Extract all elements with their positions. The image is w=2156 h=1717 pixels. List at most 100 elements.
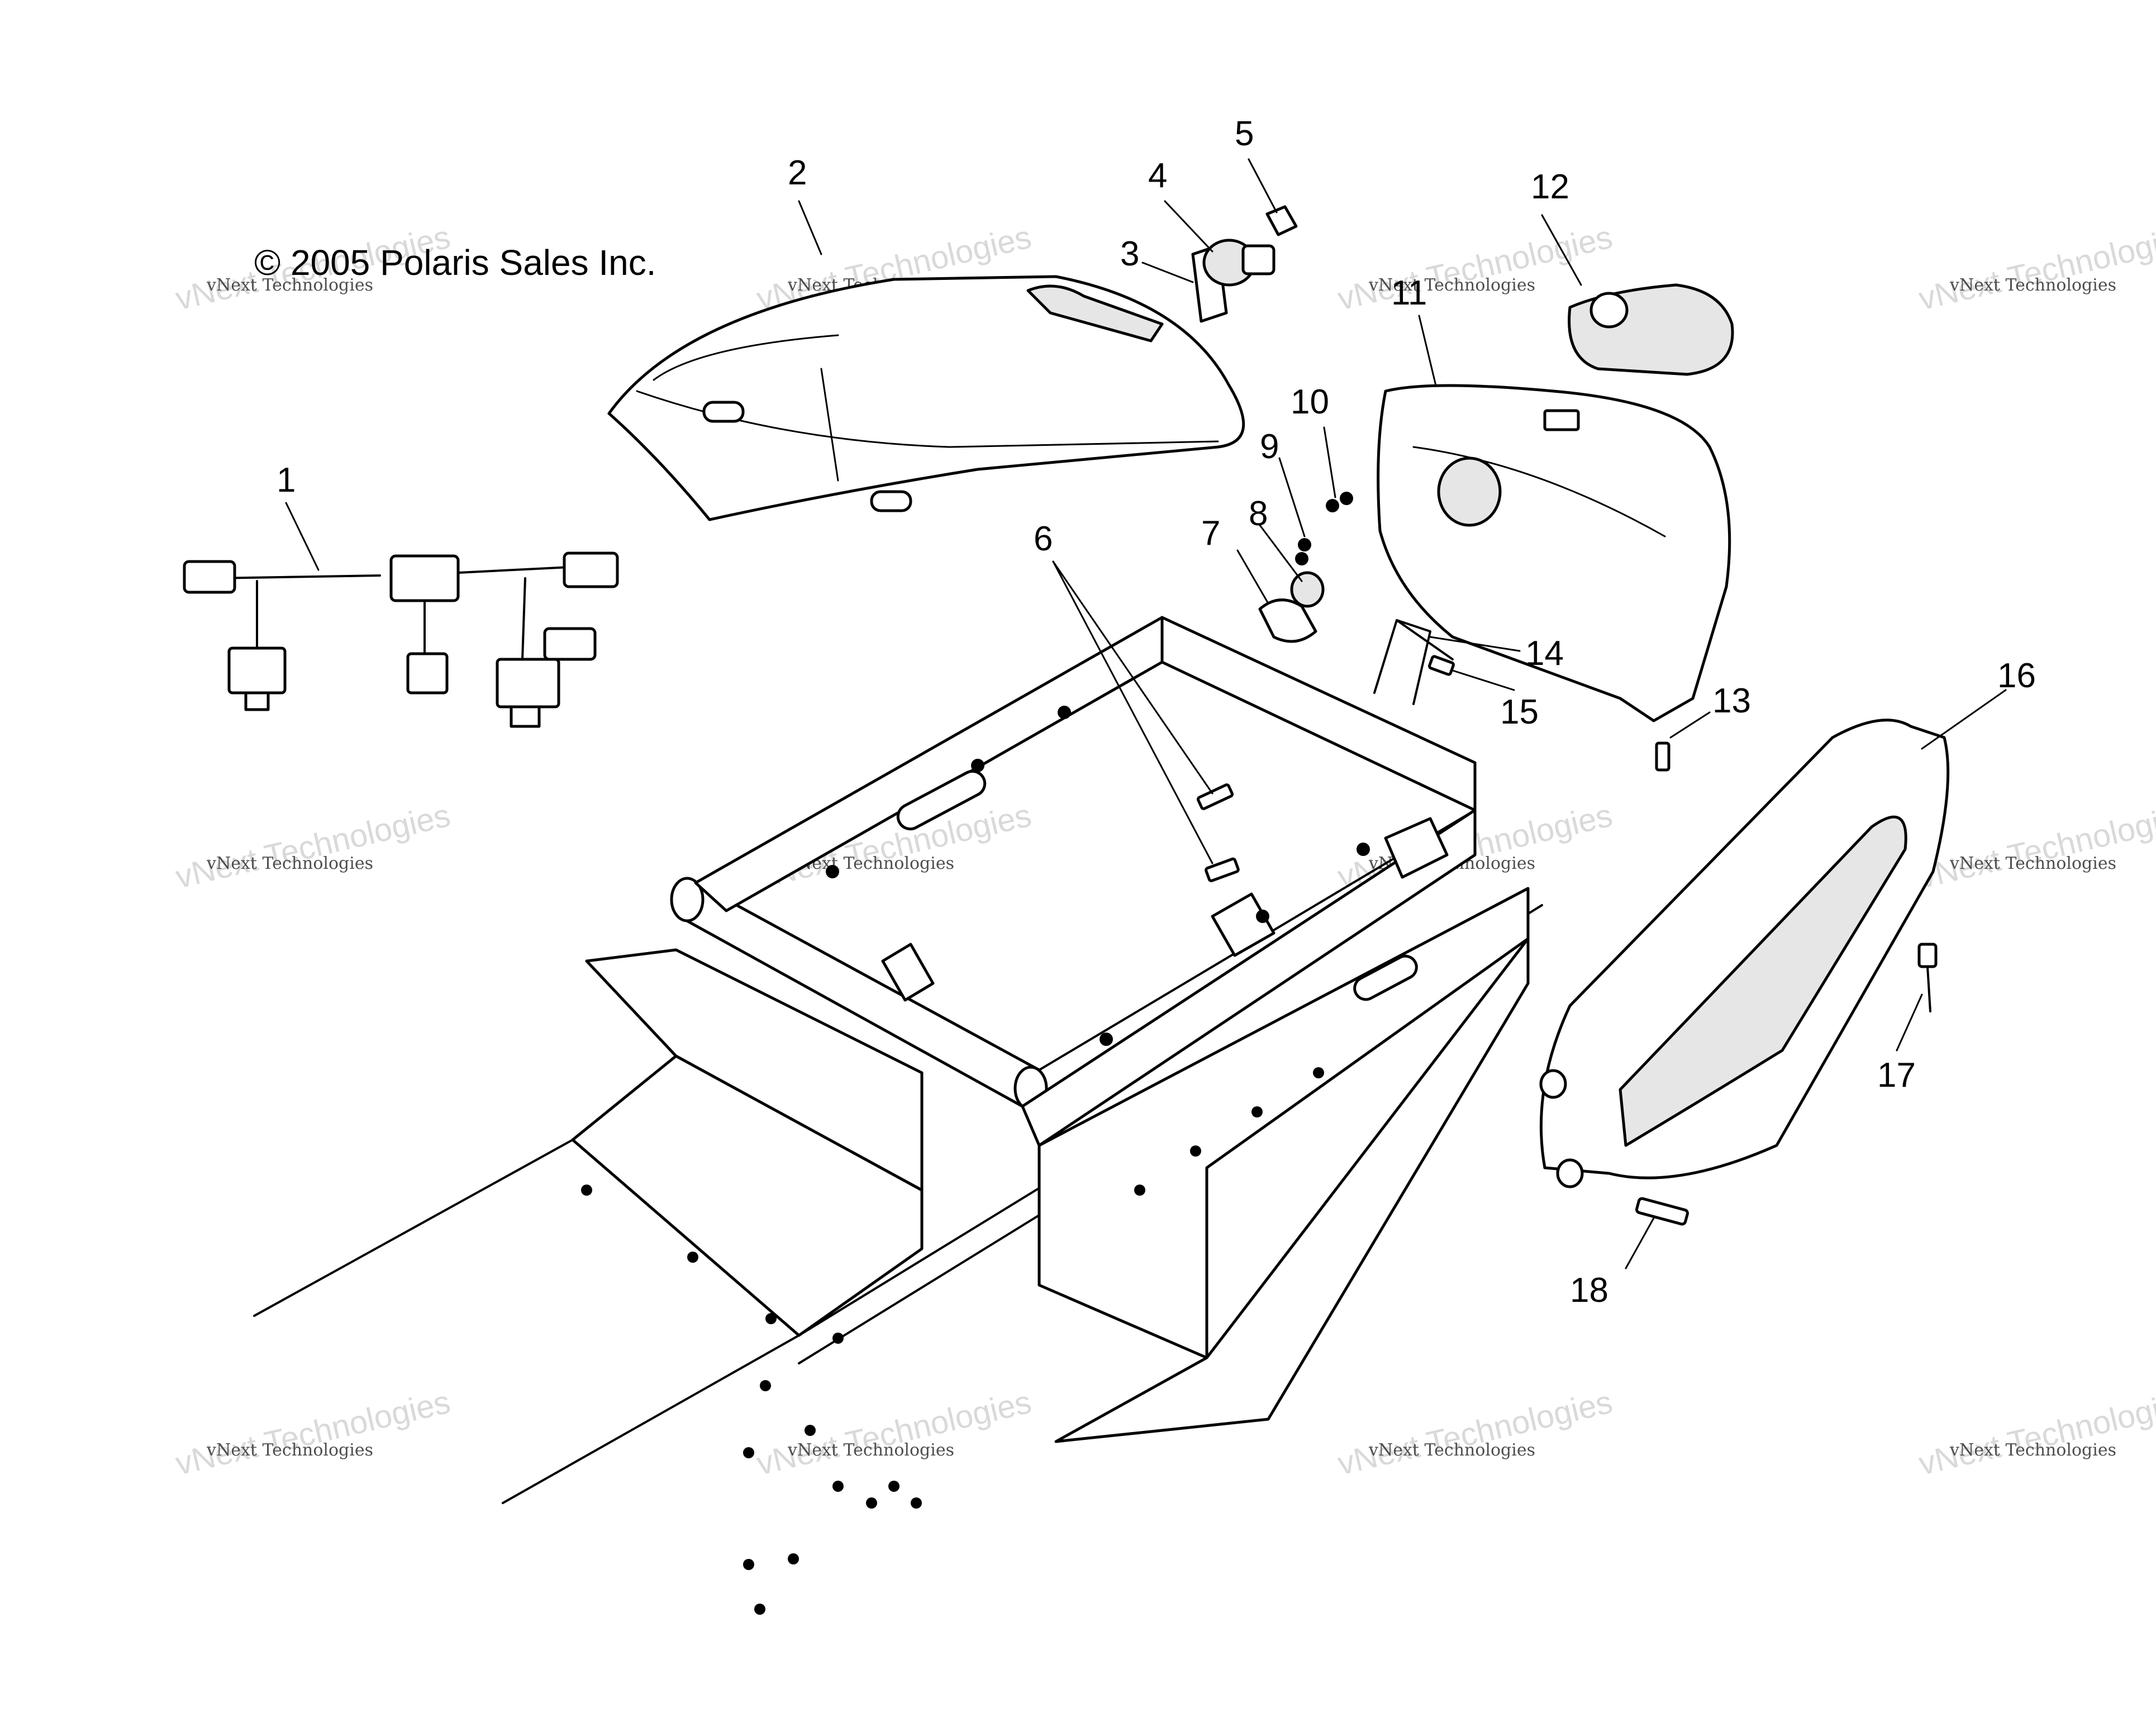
side-panel xyxy=(1539,719,1950,1188)
screw xyxy=(1428,655,1455,676)
lock-assembly xyxy=(1191,205,1298,323)
connector xyxy=(183,560,236,594)
watermark: vNext Technologies vNext Technologies xyxy=(1915,218,2156,317)
frame-hole xyxy=(826,865,839,878)
side-panel-window xyxy=(1619,815,1907,1147)
lens-bulb-socket xyxy=(1589,292,1629,329)
svg-text:vNext Technologies: vNext Technologies xyxy=(206,854,373,873)
svg-text:vNext Technologies: vNext Technologies xyxy=(172,797,454,895)
callout-8: 8 xyxy=(1249,494,1268,533)
mount-tab xyxy=(1384,817,1449,879)
callout-18: 18 xyxy=(1570,1271,1608,1310)
frame-hole xyxy=(1190,1145,1201,1157)
mount-tab xyxy=(881,943,935,1002)
connector xyxy=(406,652,449,695)
bulb xyxy=(1290,571,1325,608)
svg-text:vNext Technologies: vNext Technologies xyxy=(1334,1383,1616,1482)
callout-7: 7 xyxy=(1201,514,1220,553)
rear-housing xyxy=(1377,384,1731,722)
connector xyxy=(227,646,287,695)
panel-hole xyxy=(1539,1069,1567,1099)
lock-body xyxy=(1241,244,1275,275)
frame-hole xyxy=(971,759,984,772)
svg-text:vNext Technologies: vNext Technologies xyxy=(787,1440,954,1460)
housing-opening xyxy=(1543,409,1580,431)
tunnel-rear-skirt xyxy=(1054,937,1530,1443)
frame-hole xyxy=(743,1447,754,1458)
frame-hole xyxy=(1357,843,1370,856)
connector xyxy=(496,658,560,708)
housing-lamp-socket xyxy=(1437,456,1502,527)
svg-text:vNext Technologies: vNext Technologies xyxy=(172,1383,454,1482)
frame-hole xyxy=(581,1185,592,1196)
frame-hole xyxy=(1058,706,1071,719)
watermark: vNext Technologies vNext Technologies xyxy=(1915,1383,2156,1482)
connector-pin xyxy=(510,705,541,728)
mount-slot xyxy=(896,769,987,831)
lid-latch-pin xyxy=(702,401,745,423)
frame-hole xyxy=(832,1333,844,1344)
storage-box-right-wall xyxy=(1021,808,1477,1147)
svg-text:vNext Technologies: vNext Technologies xyxy=(1915,1383,2156,1482)
frame-hole xyxy=(888,1481,899,1492)
frame-hole xyxy=(687,1252,698,1263)
callout-16: 16 xyxy=(1997,657,2036,695)
svg-text:vNext Technologies: vNext Technologies xyxy=(206,275,373,295)
watermark: vNext Technologies vNext Technologies xyxy=(1915,797,2156,895)
frame-hole xyxy=(866,1497,877,1509)
panel-fasteners xyxy=(1635,943,1938,1226)
panel-hole xyxy=(1556,1158,1584,1188)
bulb-socket xyxy=(1258,598,1317,643)
tunnel-left-rail xyxy=(253,1055,677,1317)
callout-6: 6 xyxy=(1034,520,1053,558)
frame-hole xyxy=(754,1604,765,1615)
svg-text:vNext Technologies: vNext Technologies xyxy=(1368,275,1535,295)
watermark: vNext Technologies vNext Technologies xyxy=(172,797,454,895)
watermark: vNext Technologies vNext Technologies xyxy=(1334,1383,1616,1482)
frame-hole xyxy=(1313,1067,1324,1078)
frame-hole xyxy=(805,1425,816,1436)
svg-text:vNext Technologies: vNext Technologies xyxy=(1949,275,2116,295)
frame-hole xyxy=(788,1553,799,1564)
storage-box-back-wall xyxy=(1160,616,1477,812)
frame-hole xyxy=(832,1481,844,1492)
watermark: vNext Technologies vNext Technologies xyxy=(1334,218,1616,317)
svg-text:vNext Technologies: vNext Technologies xyxy=(1949,854,2116,873)
svg-text:vNext Technologies: vNext Technologies xyxy=(753,1383,1035,1482)
callout-15: 15 xyxy=(1500,693,1539,731)
front-bulkhead-panel xyxy=(585,948,924,1192)
callout-10: 10 xyxy=(1291,383,1329,421)
svg-text:vNext Technologies: vNext Technologies xyxy=(206,1440,373,1460)
callout-9: 9 xyxy=(1260,427,1279,466)
callout-4: 4 xyxy=(1148,156,1167,195)
frame-hole xyxy=(1134,1185,1145,1196)
taillight-lens xyxy=(1568,283,1734,376)
callout-labels: 1 2 3 4 5 6 7 8 9 10 11 12 13 14 15 16 1… xyxy=(277,115,2036,1310)
svg-text:vNext Technologies: vNext Technologies xyxy=(1368,1440,1535,1460)
frame-hole xyxy=(911,1497,922,1509)
callout-13: 13 xyxy=(1712,682,1751,720)
nut xyxy=(1298,538,1311,551)
lock-key xyxy=(1265,205,1298,236)
leader-lines xyxy=(285,158,2007,1269)
wiring-harness xyxy=(183,551,619,728)
callout-12: 12 xyxy=(1531,168,1569,206)
frame-hole xyxy=(1100,1033,1113,1046)
frame-hole xyxy=(760,1380,771,1391)
nut xyxy=(1326,499,1339,512)
nut xyxy=(1295,552,1308,565)
svg-text:vNext Technologies: vNext Technologies xyxy=(1949,1440,2116,1460)
mount-tab xyxy=(1211,892,1275,957)
small-hardware xyxy=(1258,492,1353,643)
callout-17: 17 xyxy=(1877,1056,1916,1095)
watermark: vNext Technologies vNext Technologies xyxy=(753,1383,1035,1482)
connector-pin xyxy=(244,691,270,711)
bracket-hardware xyxy=(1373,619,1670,772)
roller-bar-end xyxy=(670,877,705,922)
tunnel-side-panel xyxy=(1037,887,1530,1359)
callout-11: 11 xyxy=(1391,274,1427,312)
nut xyxy=(1340,492,1353,505)
frame-hole xyxy=(1256,910,1269,923)
copyright-text: © 2005 Polaris Sales Inc. xyxy=(254,242,656,283)
